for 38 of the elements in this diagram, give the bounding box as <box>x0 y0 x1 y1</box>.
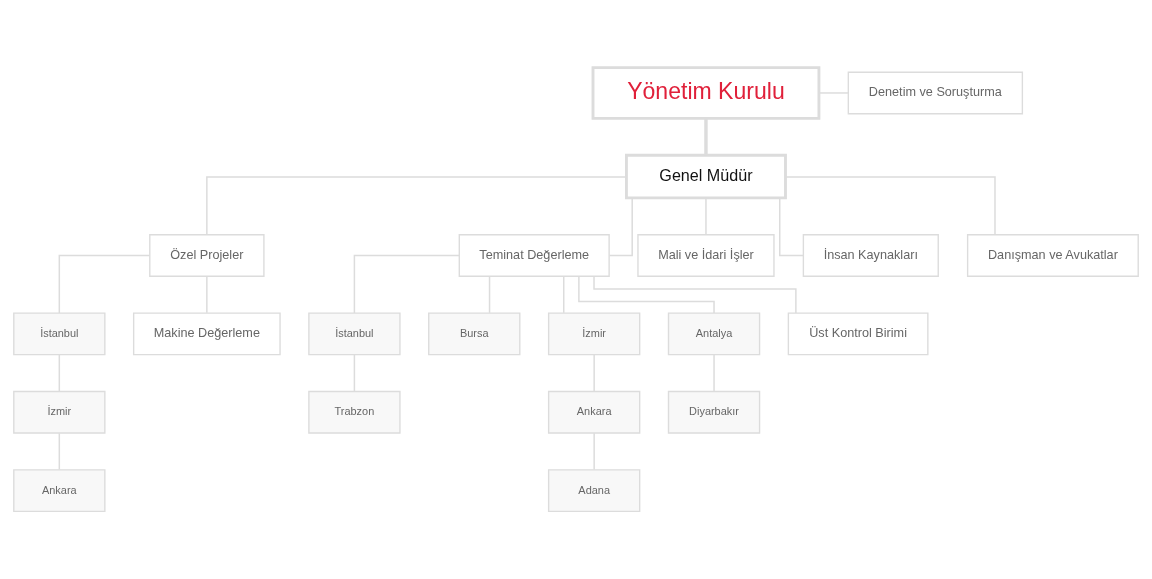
connector <box>353 254 460 314</box>
connector <box>784 176 996 236</box>
connector <box>593 432 595 471</box>
node-box: Ankara <box>547 390 641 434</box>
connector <box>593 275 797 314</box>
connector <box>704 118 708 156</box>
connector <box>58 254 151 314</box>
node-box: İnsan Kaynakları <box>802 234 939 277</box>
node-box: Ankara <box>13 469 106 513</box>
node-box: İzmir <box>547 312 641 356</box>
node-box: Antalya <box>667 312 761 356</box>
node-box: İstanbul <box>308 312 401 356</box>
connector <box>608 197 633 257</box>
node-box: Bursa <box>428 312 521 356</box>
node-box: Diyarbakır <box>667 390 761 434</box>
node-box: Mali ve İdari İşler <box>637 234 775 277</box>
node-box: İzmir <box>13 390 106 434</box>
node-box: Özel Projeler <box>149 234 265 277</box>
node-box: Danışman ve Avukatlar <box>966 234 1139 277</box>
node-box: Trabzon <box>308 390 401 434</box>
connector <box>779 197 804 257</box>
node-box: Denetim ve Soruşturma <box>847 71 1024 115</box>
node-box: Makine Değerleme <box>132 312 281 356</box>
connector <box>488 275 491 314</box>
connector <box>206 176 628 236</box>
connector <box>353 354 356 392</box>
node-box: Genel Müdür <box>625 153 787 200</box>
connector <box>206 275 208 314</box>
node-box: Üst Kontrol Birimi <box>787 312 929 356</box>
node-box: Yönetim Kurulu <box>591 66 821 120</box>
connector <box>563 275 565 314</box>
connector <box>578 275 715 314</box>
node-box: Teminat Değerleme <box>458 234 610 277</box>
node-box: İstanbul <box>13 312 106 356</box>
connector <box>58 432 61 471</box>
node-box: Adana <box>547 469 641 513</box>
connector <box>58 354 61 392</box>
connector <box>593 354 595 392</box>
